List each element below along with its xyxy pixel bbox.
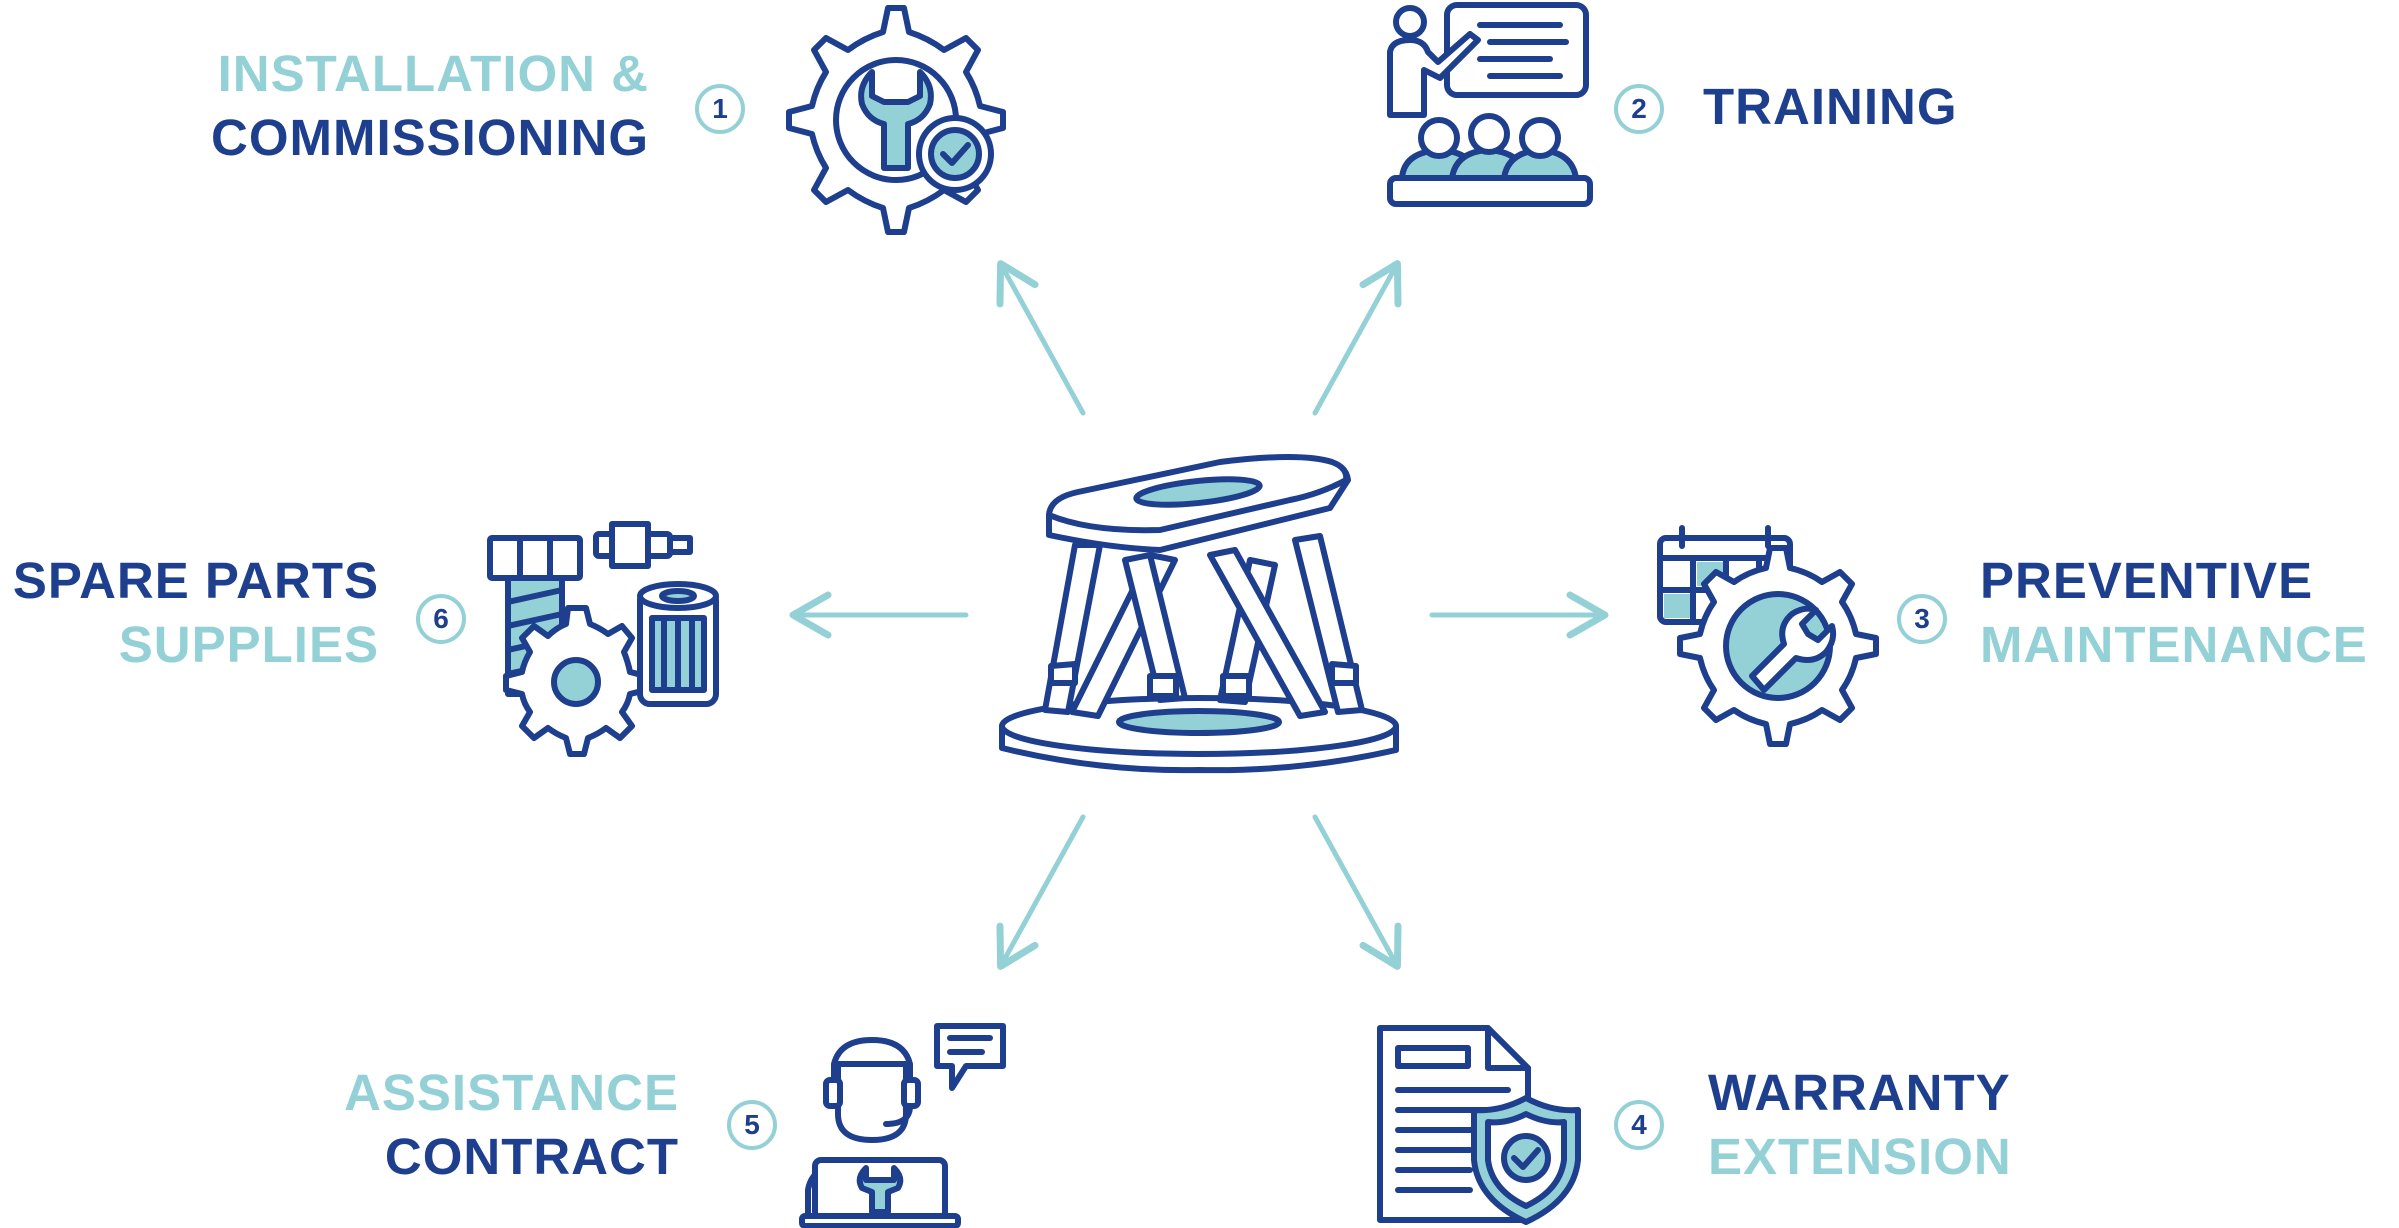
document-shield-icon xyxy=(1377,1025,1581,1225)
spare-parts-icon xyxy=(487,521,719,757)
service-3-line2: MAINTENANCE xyxy=(1980,616,2368,673)
service-6-label: SPARE PARTS SUPPLIES xyxy=(13,549,379,677)
arrow-to-warranty xyxy=(1312,814,1402,970)
support-agent-icon xyxy=(799,1023,1006,1228)
service-3-line1: PREVENTIVE xyxy=(1980,552,2314,609)
arrow-to-training xyxy=(1312,260,1402,416)
service-6-line2: SUPPLIES xyxy=(118,616,379,673)
service-6-number-badge: 6 xyxy=(416,594,466,644)
hexapod-icon xyxy=(999,454,1399,774)
service-2-line1: TRAINING xyxy=(1703,78,1958,135)
service-1-line1: INSTALLATION & xyxy=(217,45,649,102)
service-3-number-badge: 3 xyxy=(1897,594,1947,644)
service-1-number-badge: 1 xyxy=(695,84,745,134)
service-4-number-badge: 4 xyxy=(1614,1100,1664,1150)
service-4-line1: WARRANTY xyxy=(1708,1064,2011,1121)
service-5-number-badge: 5 xyxy=(727,1100,777,1150)
service-4-line2: EXTENSION xyxy=(1708,1128,2012,1185)
service-5-label: ASSISTANCE CONTRACT xyxy=(344,1061,679,1189)
service-1-line2: COMMISSIONING xyxy=(210,109,649,166)
service-3-label: PREVENTIVE MAINTENANCE xyxy=(1980,549,2368,677)
arrow-to-assistance xyxy=(996,814,1086,970)
service-2-number-badge: 2 xyxy=(1614,84,1664,134)
arrow-to-installation xyxy=(996,260,1086,416)
service-6-line1: SPARE PARTS xyxy=(12,552,379,609)
service-4-label: WARRANTY EXTENSION xyxy=(1708,1061,2012,1189)
calendar-gear-icon xyxy=(1657,525,1879,747)
gear-wrench-check-icon xyxy=(786,5,1006,235)
service-5-line2: CONTRACT xyxy=(384,1128,679,1185)
service-5-line1: ASSISTANCE xyxy=(344,1064,679,1121)
service-2-label: TRAINING xyxy=(1703,75,1957,139)
service-1-label: INSTALLATION & COMMISSIONING xyxy=(211,42,649,170)
classroom-presentation-icon xyxy=(1387,2,1593,207)
